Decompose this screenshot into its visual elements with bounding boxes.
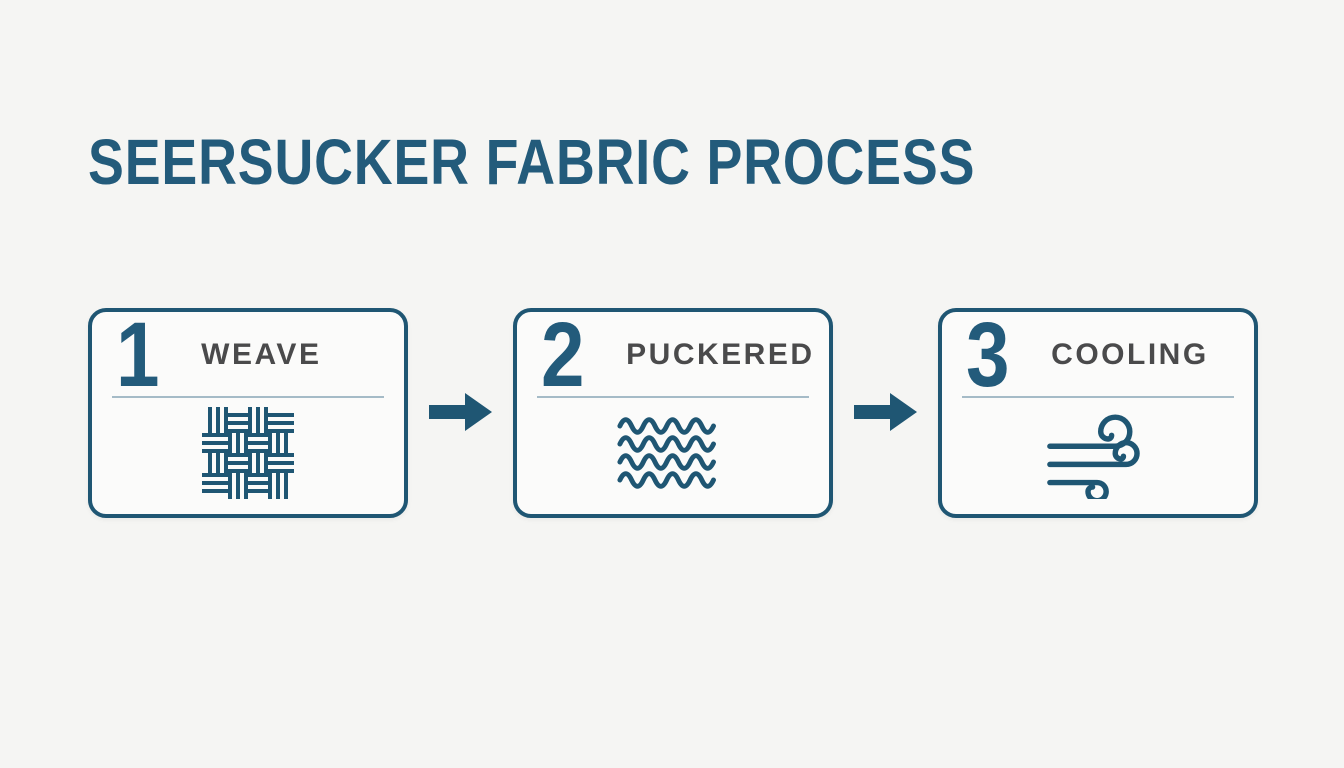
wavy-lines-icon (617, 417, 716, 489)
process-flow: 1 WEAVE 2 PUCKERED (88, 308, 1344, 518)
step-number: 2 (541, 304, 585, 406)
step-card-puckered: 2 PUCKERED (513, 308, 833, 518)
step-icon-zone (942, 398, 1254, 514)
right-arrow-icon (853, 393, 917, 431)
weave-pattern-icon (202, 407, 294, 499)
step-card-cooling: 3 COOLING (938, 308, 1258, 518)
step-header: 2 PUCKERED (517, 304, 829, 406)
step-card-weave: 1 WEAVE (88, 308, 408, 518)
right-arrow-icon (428, 393, 492, 431)
step-divider (537, 396, 809, 398)
step-number: 3 (966, 304, 1010, 406)
step-icon-zone (517, 398, 829, 514)
flow-connector (408, 392, 513, 432)
page-title: SEERSUCKER FABRIC PROCESS (88, 126, 976, 198)
step-label: WEAVE (201, 338, 322, 371)
step-icon-zone (92, 398, 404, 514)
step-header: 1 WEAVE (92, 304, 404, 406)
step-header: 3 COOLING (942, 304, 1254, 406)
seersucker-process-infographic: SEERSUCKER FABRIC PROCESS 1 WEAVE 2 (0, 130, 1344, 518)
wind-icon (1047, 414, 1140, 499)
step-divider (112, 396, 384, 398)
flow-connector (833, 392, 938, 432)
step-divider (962, 396, 1234, 398)
step-number: 1 (116, 304, 160, 406)
step-label: PUCKERED (626, 338, 815, 371)
step-label: COOLING (1051, 338, 1209, 371)
